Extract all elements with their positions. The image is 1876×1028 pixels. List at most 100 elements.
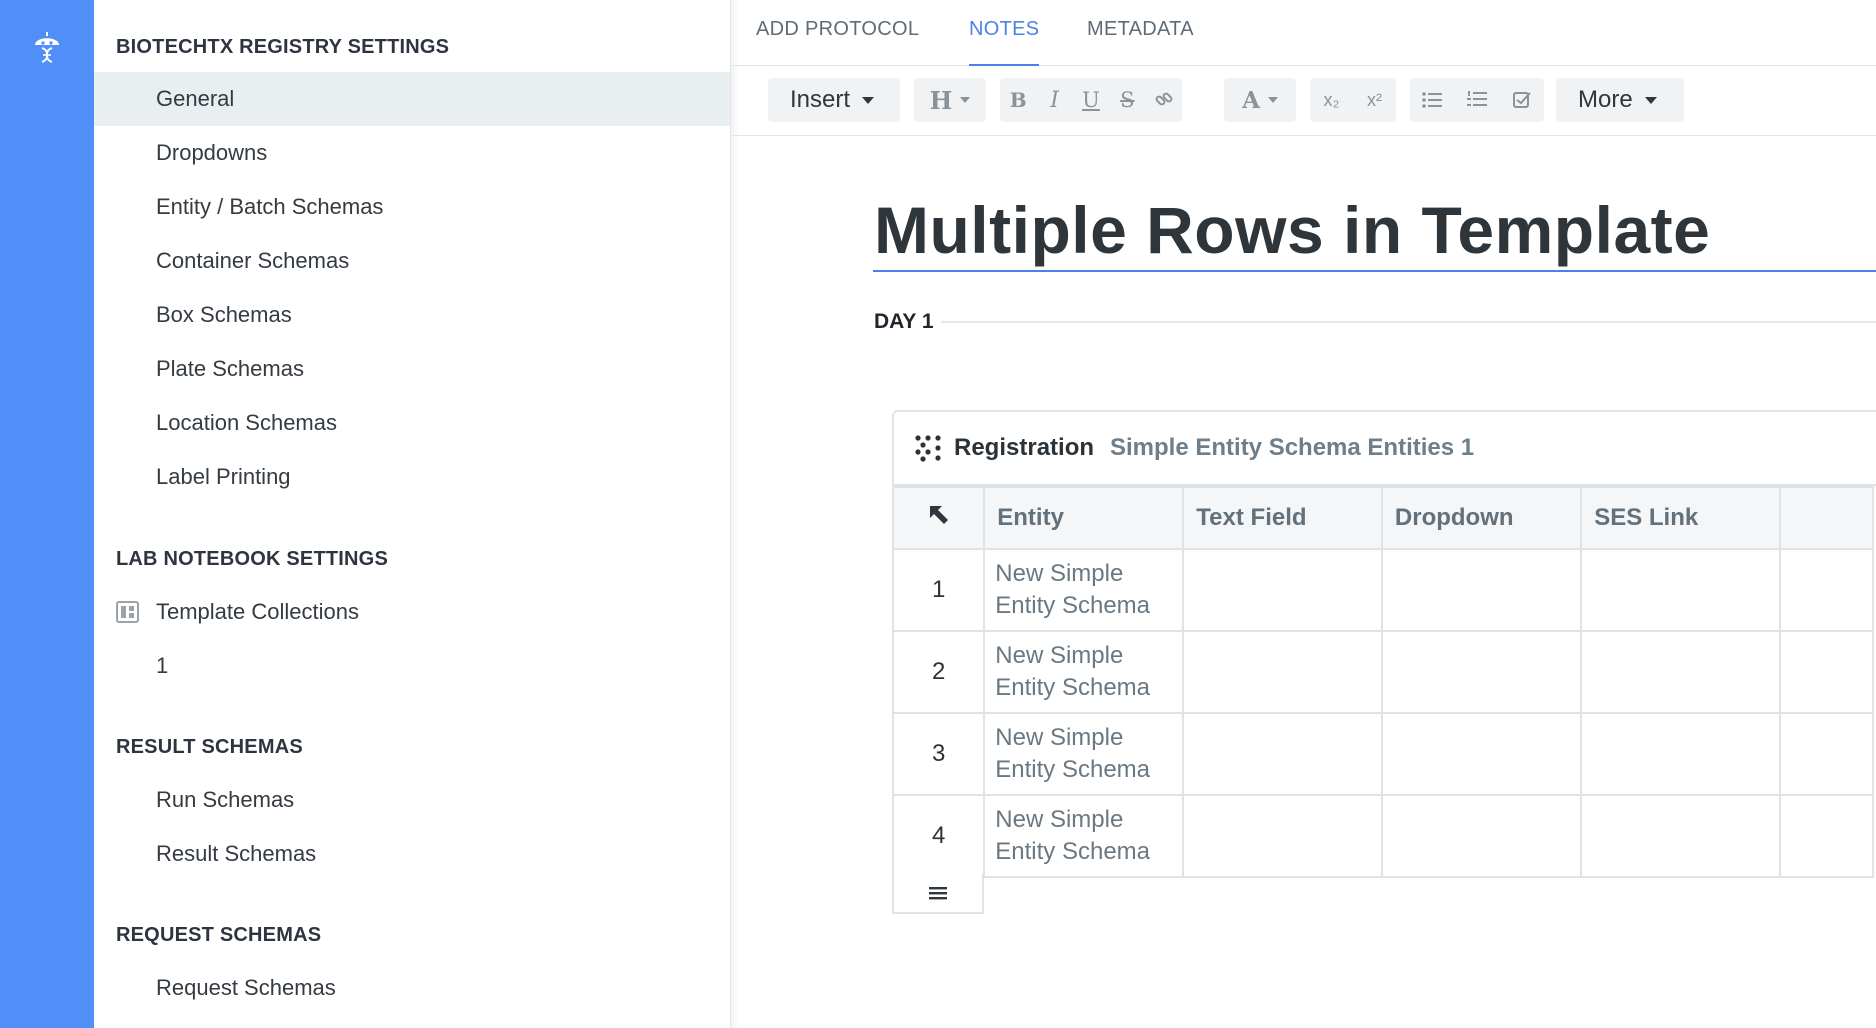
section-divider: [941, 321, 1876, 323]
extra-cell: [1778, 630, 1875, 714]
sidebar-item-result-schemas[interactable]: Result Schemas: [156, 841, 317, 866]
tab-bar: ADD PROTOCOL NOTES METADATA: [731, 0, 1876, 66]
ses-link-cell[interactable]: [1580, 794, 1781, 878]
bulleted-list-icon[interactable]: [1412, 78, 1452, 122]
ses-link-cell[interactable]: [1580, 712, 1781, 796]
text-field-cell[interactable]: [1182, 712, 1383, 796]
entity-name-line2: Entity Schema: [995, 592, 1150, 619]
sidebar-item-container-schemas[interactable]: Container Schemas: [156, 248, 350, 273]
script-group: x₂ x²: [1310, 78, 1396, 122]
sidebar-item-collection-1[interactable]: 1: [156, 653, 169, 678]
extra-cell: [1778, 712, 1875, 796]
benchling-logo-icon[interactable]: [32, 30, 62, 72]
registration-table: Registration Simple Entity Schema Entiti…: [891, 410, 1876, 914]
sidebar-item-dropdowns[interactable]: Dropdowns: [156, 140, 268, 165]
sidebar-item-general[interactable]: General: [94, 72, 730, 126]
sidebar-item-label: Template Collections: [156, 599, 359, 624]
column-header-dropdown[interactable]: Dropdown: [1380, 486, 1583, 550]
list-group: [1410, 78, 1544, 122]
link-icon[interactable]: [1146, 78, 1182, 122]
entity-name-line2: Entity Schema: [995, 674, 1150, 701]
entity-name-line1: New Simple: [995, 560, 1124, 587]
row-menu-button[interactable]: [892, 874, 984, 914]
dropdown-cell[interactable]: [1380, 794, 1583, 878]
section-heading[interactable]: DAY 1: [874, 310, 934, 333]
registration-schema-name[interactable]: Simple Entity Schema Entities 1: [1110, 434, 1475, 461]
lab-notebook-settings-heading: LAB NOTEBOOK SETTINGS: [116, 548, 388, 570]
registration-header: Registration Simple Entity Schema Entiti…: [894, 412, 1876, 486]
text-field-cell[interactable]: [1182, 548, 1383, 632]
sidebar-item-box-schemas[interactable]: Box Schemas: [156, 302, 292, 327]
text-field-cell[interactable]: [1182, 630, 1383, 714]
dropdown-cell[interactable]: [1380, 712, 1583, 796]
text-format-group: B I U S: [1000, 78, 1182, 122]
app-rail: [0, 0, 94, 1028]
ses-link-cell[interactable]: [1580, 548, 1781, 632]
tab-add-protocol[interactable]: ADD PROTOCOL: [756, 18, 920, 40]
main-panel: ADD PROTOCOL NOTES METADATA Insert H B I…: [731, 0, 1876, 1028]
sidebar-item-template-collections[interactable]: Template Collections: [94, 585, 730, 639]
heading-dropdown[interactable]: H: [914, 78, 986, 122]
registration-grid: Entity Text Field Dropdown SES Link 1 Ne…: [891, 486, 1875, 878]
settings-sidebar: BIOTECHTX REGISTRY SETTINGS General Drop…: [94, 0, 731, 1028]
row-number[interactable]: 3: [891, 712, 986, 796]
strikethrough-icon[interactable]: S: [1120, 88, 1135, 112]
row-number[interactable]: 1: [891, 548, 986, 632]
column-header-entity[interactable]: Entity: [983, 486, 1185, 550]
entity-name-line2: Entity Schema: [995, 756, 1150, 783]
tab-metadata[interactable]: METADATA: [1087, 18, 1194, 40]
subscript-icon[interactable]: x₂: [1323, 89, 1340, 110]
font-color-icon: A: [1242, 86, 1260, 114]
chevron-down-icon: [960, 97, 971, 103]
document-title[interactable]: Multiple Rows in Template: [874, 193, 1711, 267]
select-all-cell[interactable]: [891, 486, 986, 550]
chevron-down-icon: [862, 96, 875, 104]
entity-name-line1: New Simple: [995, 724, 1124, 751]
sidebar-item-entity-batch-schemas[interactable]: Entity / Batch Schemas: [156, 194, 384, 219]
dropdown-cell[interactable]: [1380, 630, 1583, 714]
more-dropdown[interactable]: More: [1556, 78, 1684, 122]
checklist-icon[interactable]: [1502, 78, 1542, 122]
underline-icon[interactable]: U: [1082, 88, 1100, 112]
column-header-extra: [1778, 486, 1875, 550]
table-header-row: Entity Text Field Dropdown SES Link: [891, 486, 1875, 550]
sidebar-item-label-printing[interactable]: Label Printing: [156, 464, 291, 489]
editor-toolbar: Insert H B I U S A x₂ x²: [731, 66, 1876, 136]
bold-icon[interactable]: B: [1009, 88, 1027, 112]
sidebar-item-run-schemas[interactable]: Run Schemas: [156, 787, 295, 812]
extra-cell: [1778, 548, 1875, 632]
italic-icon[interactable]: I: [1050, 87, 1059, 113]
tab-notes[interactable]: NOTES: [969, 0, 1040, 66]
registry-settings-heading: BIOTECHTX REGISTRY SETTINGS: [116, 36, 450, 58]
sidebar-item-plate-schemas[interactable]: Plate Schemas: [156, 356, 304, 381]
ses-link-cell[interactable]: [1580, 630, 1781, 714]
sidebar-item-request-schemas[interactable]: Request Schemas: [156, 975, 336, 1000]
superscript-icon[interactable]: x²: [1367, 89, 1382, 110]
more-label: More: [1578, 86, 1633, 113]
font-color-dropdown[interactable]: A: [1224, 78, 1296, 122]
sidebar-item-location-schemas[interactable]: Location Schemas: [156, 410, 337, 435]
text-field-cell[interactable]: [1182, 794, 1383, 878]
insert-dropdown[interactable]: Insert: [768, 78, 900, 122]
title-underline: [873, 270, 1876, 272]
entity-name-line1: New Simple: [995, 806, 1124, 833]
registration-label: Registration: [954, 434, 1095, 461]
column-header-text-field[interactable]: Text Field: [1182, 486, 1383, 550]
numbered-list-icon[interactable]: [1457, 78, 1497, 122]
entity-name-line2: Entity Schema: [995, 838, 1150, 865]
column-header-ses-link[interactable]: SES Link: [1580, 486, 1781, 550]
arrow-up-left-icon: [929, 505, 948, 524]
row-number[interactable]: 2: [891, 630, 986, 714]
chevron-down-icon: [1267, 97, 1278, 103]
hamburger-menu-icon: [929, 887, 947, 900]
dropdown-cell[interactable]: [1380, 548, 1583, 632]
row-number[interactable]: 4: [891, 794, 986, 878]
